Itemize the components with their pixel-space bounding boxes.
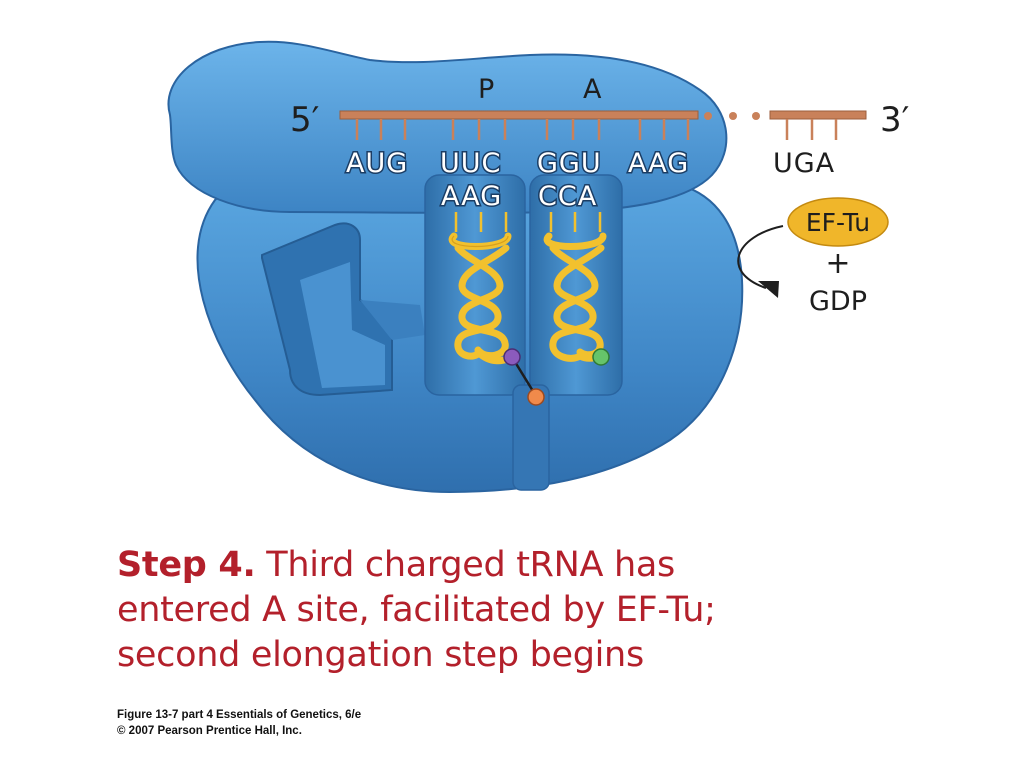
caption-line1: Third charged tRNA has [255,545,675,585]
p-site-label: P [478,74,494,105]
credit-line2: © 2007 Pearson Prentice Hall, Inc. [117,725,302,737]
ef-tu-badge [787,197,889,247]
mrna-dot [704,112,712,120]
codon-label: GGU [537,148,602,179]
mrna-bases [355,119,838,140]
release-arrow [737,225,784,289]
ribosome-pocket-ledge [360,300,425,340]
codon-label: UUC [440,148,501,179]
caption-line3: second elongation step begins [117,635,644,675]
ribosome-small-subunit [167,40,728,214]
mrna-dot [752,112,760,120]
translation-elongation-diagram: 5′ 3′ P A AUG UUC GGU AAG UGA AAG CCA EF… [167,40,909,494]
amino-acid-1 [527,388,545,406]
mrna-3-prime-label: 3′ [880,100,909,140]
credit-line1: Figure 13-7 part 4 Essentials of Genetic… [117,709,362,721]
caption-step: Step 4. [117,545,256,585]
a-site-label: A [583,74,602,105]
peptide-exit-groove [512,384,550,491]
trna-anticodon-stems [454,212,602,232]
figure-credit: Figure 13-7 part 4 Essentials of Genetic… [117,707,361,739]
gdp-label: GDP [809,286,867,317]
mrna-strand [339,110,699,120]
caption-line2: entered A site, facilitated by EF-Tu; [117,590,716,630]
release-arrowhead [758,281,779,298]
figure-caption: Step 4. Third charged tRNA has entered A… [117,543,957,678]
amino-acid-2 [503,348,521,366]
trna-p-site-outline [451,235,509,248]
codon-label: AAG [628,148,689,179]
stop-codon-label: UGA [773,148,835,179]
mrna-dot [729,112,737,120]
anticodon-label: CCA [538,181,597,212]
ef-tu-label: EF-Tu [806,208,870,237]
mrna-strand-end [769,110,867,120]
codon-label: AUG [346,148,408,179]
anticodon-label: AAG [441,181,502,212]
mrna-5-prime-label: 5′ [290,100,319,140]
ribosome-pocket-inner [300,262,385,388]
amino-acid-3 [592,348,610,366]
plus-sign: + [825,246,850,281]
